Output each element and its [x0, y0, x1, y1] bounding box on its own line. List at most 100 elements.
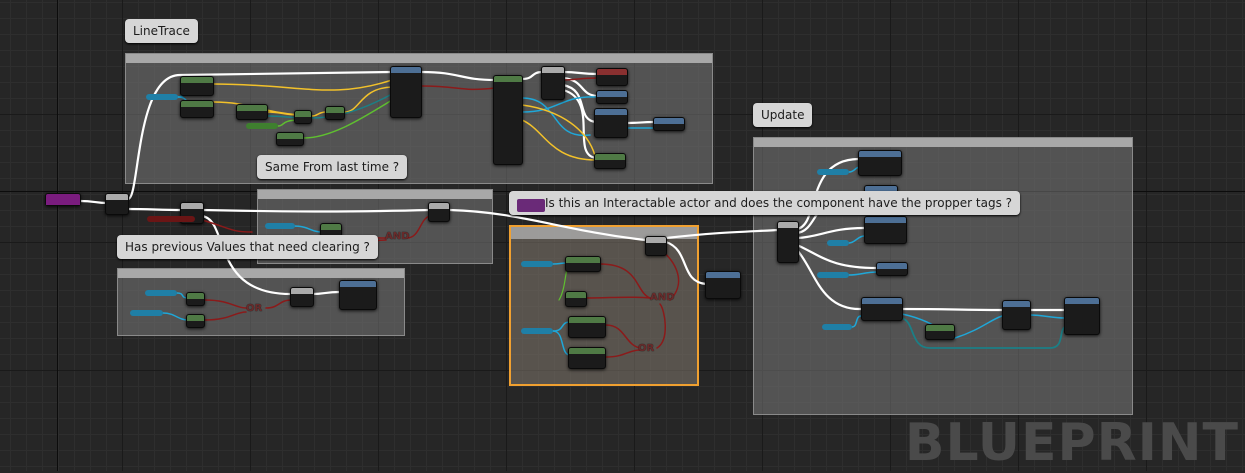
component-has-tag-node-2[interactable] [568, 347, 606, 369]
branch-node-4[interactable] [290, 287, 314, 307]
make-struct-node[interactable] [925, 324, 955, 340]
distance-variable[interactable] [246, 123, 278, 129]
actor-variable-2[interactable] [817, 169, 849, 175]
on-focus-function-node[interactable] [864, 216, 907, 244]
get-actor-location-node[interactable] [180, 76, 214, 96]
bool-wire [204, 311, 247, 321]
vector-wire [521, 104, 597, 161]
add-to-viewport-node[interactable] [1064, 297, 1100, 335]
exec-wire [520, 70, 545, 81]
set-widget-node[interactable] [1002, 300, 1031, 330]
branch-node-5[interactable] [645, 236, 667, 256]
hit-actor-variable[interactable] [521, 261, 553, 267]
trace-distance-node[interactable] [276, 132, 304, 146]
vector-wire [521, 119, 597, 161]
vector-wire [344, 86, 393, 113]
widget-class-variable[interactable] [822, 324, 852, 330]
has-previous-values-comment-header[interactable] [118, 269, 404, 278]
exec-wire [126, 207, 184, 212]
set-location-node[interactable] [594, 153, 626, 169]
or-boolean-node[interactable]: OR [246, 303, 263, 314]
previous-component-variable[interactable] [130, 310, 163, 316]
object-wire [851, 315, 862, 328]
exec-wire [448, 208, 647, 242]
exec-wire [795, 248, 863, 311]
linetrace-comment-bubble[interactable]: LineTrace [125, 19, 198, 43]
object-wire [521, 96, 599, 113]
add-vector-node-2[interactable] [325, 106, 345, 120]
hit-component-variable[interactable] [521, 328, 553, 334]
has-previous-values-comment-bubble[interactable]: Has previous Values that need clearing ? [117, 235, 378, 259]
set-actor-node[interactable] [596, 90, 628, 104]
bool-wire [421, 85, 496, 91]
bool-wire [406, 215, 431, 239]
break-hit-result-node[interactable] [493, 75, 523, 165]
exec-wire [420, 70, 497, 82]
actor-variable[interactable] [265, 223, 295, 229]
and-boolean-node[interactable]: AND [385, 231, 410, 242]
set-component-node[interactable] [653, 117, 685, 131]
update-comment-bubble[interactable]: Update [753, 103, 813, 127]
sequence-node[interactable] [105, 193, 129, 215]
branch-node-3[interactable] [428, 202, 450, 222]
exec-wire [126, 70, 394, 201]
vector-wire [311, 111, 327, 117]
exec-wire [561, 76, 600, 98]
exec-wire [664, 240, 708, 286]
object-wire [1029, 314, 1067, 319]
multiply-vector-node[interactable] [236, 104, 268, 120]
exec-wire [311, 290, 342, 296]
previous-actor-variable[interactable] [145, 290, 177, 296]
vector-wire [212, 79, 393, 91]
object-wire [552, 330, 571, 356]
set-focused-node[interactable] [876, 262, 908, 276]
object-wire [162, 312, 189, 321]
bool-wire [586, 296, 651, 299]
exec-wire [561, 83, 598, 124]
add-vector-node[interactable] [294, 110, 312, 124]
object-wire [848, 271, 879, 276]
target-variable[interactable] [827, 240, 849, 246]
bool-wire [562, 77, 599, 81]
linetrace-comment-header[interactable] [126, 54, 712, 63]
create-widget-node[interactable] [861, 297, 903, 321]
event-tick-node[interactable] [45, 193, 81, 206]
is-valid-node-2[interactable] [186, 314, 205, 328]
bool-wire [204, 299, 247, 309]
same-from-last-time-comment-header[interactable] [258, 190, 492, 199]
exec-wire [626, 120, 657, 125]
exec-wire [900, 307, 1004, 312]
exec-wire [664, 228, 781, 240]
bool-wire [605, 324, 641, 349]
sequence-node-2[interactable] [777, 221, 799, 263]
bool-wire [599, 263, 651, 299]
is-valid-node-3[interactable] [565, 291, 587, 307]
and-boolean-node-2[interactable]: AND [650, 292, 675, 303]
is-hit-variable[interactable] [147, 216, 195, 222]
object-wire [901, 313, 1003, 339]
line-trace-by-channel-node[interactable] [390, 66, 422, 118]
set-previous-actor-node[interactable] [858, 150, 902, 176]
or-boolean-node-2[interactable]: OR [638, 343, 655, 354]
bool-wire [265, 299, 293, 309]
focused-variable[interactable] [817, 272, 849, 278]
set-hit-node[interactable] [596, 68, 628, 86]
get-component-node[interactable] [594, 108, 628, 138]
exec-wire [795, 226, 866, 240]
clear-function-node[interactable] [705, 271, 741, 299]
update-comment-header[interactable] [754, 138, 1132, 147]
same-from-last-time-comment-bubble[interactable]: Same From last time ? [257, 155, 408, 179]
does-implement-interface-node[interactable] [565, 256, 601, 272]
branch-node[interactable] [541, 66, 565, 100]
cast-node-icon [517, 199, 545, 212]
interactable-question-comment-bubble[interactable]: Is this an Interactable actor and does t… [509, 191, 1021, 215]
object-wire [521, 97, 591, 137]
component-has-tag-node[interactable] [568, 316, 606, 338]
get-forward-vector-node[interactable] [180, 100, 214, 118]
self-variable[interactable] [146, 94, 178, 100]
update-comment-box[interactable] [753, 137, 1133, 415]
is-valid-node[interactable] [186, 292, 205, 306]
clear-previous-function-node[interactable] [339, 280, 377, 310]
exec-wire [795, 243, 879, 270]
